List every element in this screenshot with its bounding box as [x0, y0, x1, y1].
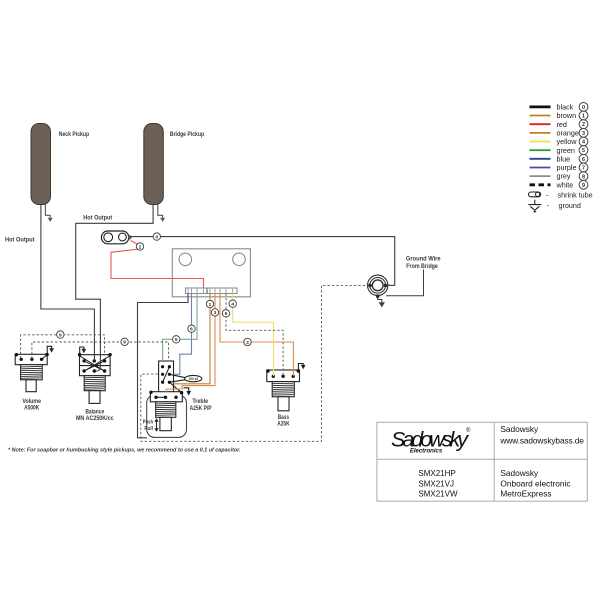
- svg-text:9: 9: [225, 311, 228, 317]
- svg-text:brown: brown: [557, 111, 577, 120]
- svg-text:A500K: A500K: [24, 404, 40, 411]
- svg-text:Hot Output: Hot Output: [5, 236, 35, 243]
- svg-text:Onboard electronic: Onboard electronic: [500, 478, 570, 488]
- svg-text:blue: blue: [557, 154, 571, 163]
- svg-text:®: ®: [466, 427, 471, 434]
- svg-text:Electronics: Electronics: [410, 449, 443, 455]
- svg-text:8: 8: [582, 175, 585, 181]
- svg-text:7: 7: [582, 166, 585, 172]
- svg-text:yellow: yellow: [557, 137, 578, 146]
- svg-text:SMX21VW: SMX21VW: [418, 490, 458, 499]
- svg-text:3: 3: [582, 131, 585, 137]
- svg-text:Bass: Bass: [278, 414, 290, 421]
- svg-text:5: 5: [582, 148, 585, 154]
- svg-text:red: red: [557, 120, 567, 129]
- svg-text:9: 9: [59, 332, 62, 338]
- svg-text:1: 1: [209, 302, 212, 308]
- svg-text:100 pf: 100 pf: [189, 377, 199, 381]
- svg-text:shrink tube: shrink tube: [558, 190, 593, 199]
- svg-text:Push: Push: [143, 420, 154, 426]
- svg-text:Ground Wire: Ground Wire: [406, 256, 441, 263]
- svg-text:ground: ground: [559, 201, 581, 210]
- svg-text:black: black: [557, 103, 574, 112]
- svg-text:Sadowsky: Sadowsky: [500, 424, 539, 434]
- svg-text:2: 2: [582, 122, 585, 128]
- svg-text:* Note: For soapbar or humbuck: * Note: For soapbar or humbucking style …: [8, 447, 241, 453]
- svg-text:Balance: Balance: [85, 408, 104, 415]
- svg-text:SMX21VJ: SMX21VJ: [418, 479, 454, 488]
- svg-text:3: 3: [246, 340, 249, 346]
- svg-text:grey: grey: [557, 172, 571, 181]
- svg-text:A25K P/P: A25K P/P: [190, 405, 212, 412]
- svg-text:green: green: [557, 146, 575, 155]
- svg-text:Bridge Pickup: Bridge Pickup: [170, 131, 204, 138]
- svg-text:Neck Pickup: Neck Pickup: [59, 131, 89, 138]
- svg-text:white: white: [556, 180, 574, 189]
- svg-text:-: -: [547, 201, 550, 210]
- svg-text:A25K: A25K: [277, 421, 290, 428]
- svg-text:purple: purple: [557, 163, 577, 172]
- svg-text:Treble: Treble: [192, 398, 208, 405]
- svg-text:4: 4: [231, 301, 234, 307]
- svg-text:Hot Output: Hot Output: [83, 214, 112, 221]
- svg-text:9: 9: [123, 340, 126, 346]
- svg-text:0: 0: [155, 234, 158, 240]
- svg-text:From Bridge: From Bridge: [406, 263, 438, 270]
- svg-text:Pull: Pull: [144, 426, 153, 432]
- svg-text:6: 6: [190, 326, 193, 332]
- svg-text:orange: orange: [557, 129, 579, 138]
- svg-text:SMX21HP: SMX21HP: [418, 469, 455, 478]
- svg-text:5: 5: [175, 337, 178, 343]
- svg-text:-: -: [546, 190, 549, 199]
- svg-text:Sadowsky: Sadowsky: [391, 428, 469, 452]
- svg-text:9: 9: [582, 183, 585, 189]
- svg-text:4: 4: [582, 140, 585, 146]
- svg-text:3: 3: [214, 310, 217, 316]
- svg-text:2: 2: [139, 244, 142, 250]
- svg-text:MetroExpress: MetroExpress: [500, 489, 551, 499]
- svg-text:www.sadowskybass.de: www.sadowskybass.de: [499, 436, 584, 446]
- svg-text:1: 1: [582, 114, 585, 120]
- svg-text:Volume: Volume: [22, 398, 41, 405]
- svg-text:0: 0: [582, 105, 585, 111]
- svg-text:MN AC250K/cc: MN AC250K/cc: [76, 415, 114, 422]
- svg-text:Sadowsky: Sadowsky: [500, 468, 539, 478]
- svg-text:6: 6: [582, 157, 585, 163]
